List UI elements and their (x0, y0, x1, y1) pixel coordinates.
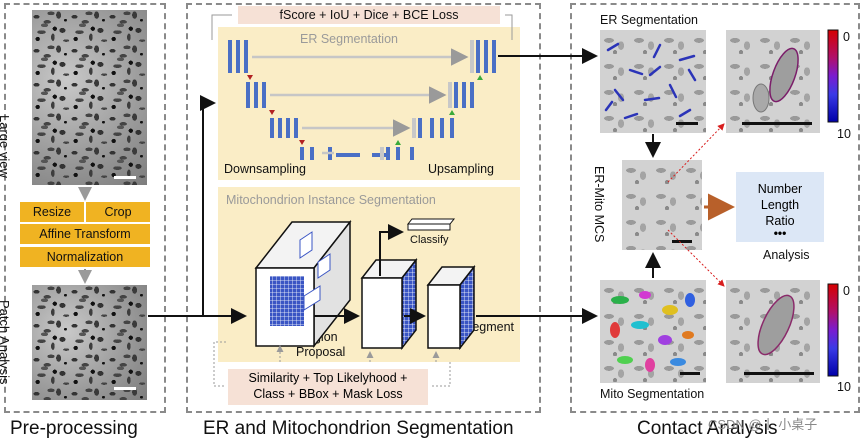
mito-colorbar-min: 0 (843, 284, 850, 298)
preprocessing-title: Pre-processing (10, 418, 138, 439)
er-loss-box: fScore + IoU + Dice + BCE Loss (238, 6, 500, 24)
contact-title: Contact Analysis (637, 418, 778, 439)
segmentation-panel (186, 3, 541, 413)
preprocessing-panel (4, 3, 166, 413)
mito-loss-line1: Similarity + Top Likelyhood + (248, 371, 408, 385)
patch-analysis-label: Patch Analysis (0, 300, 12, 385)
er-colorbar (828, 30, 838, 122)
er-mito-mcs-label: ER-Mito MCS (592, 166, 606, 243)
large-view-label: Large view (0, 115, 12, 178)
analysis-label: Analysis (763, 248, 810, 262)
mito-seg-title: Mitochondrion Instance Segmentation (226, 193, 436, 207)
analysis-box: Number Length Ratio ••• (736, 172, 824, 242)
upsampling-label: Upsampling (428, 162, 495, 176)
segment-label: Segment (464, 320, 515, 334)
classify-label: Classify (410, 234, 449, 246)
crop-op: Crop (86, 202, 150, 222)
resize-op: Resize (20, 202, 84, 222)
er-panel-bg (218, 27, 520, 180)
mito-seg-image (600, 280, 706, 383)
er-seg-image (600, 30, 706, 133)
er-colorbar-max: 10 (837, 127, 851, 141)
metric-length: Length (760, 198, 800, 212)
mito-loss-box: Similarity + Top Likelyhood + Class + BB… (228, 369, 428, 405)
affine-transform-op: Affine Transform (20, 224, 150, 244)
mito-panel-bg (218, 187, 520, 362)
metric-number: Number (757, 182, 803, 196)
contact-panel (570, 3, 860, 413)
metric-ratio: Ratio (765, 214, 795, 228)
mito-seg-image-label: Mito Segmentation (600, 387, 705, 401)
mito-loss-line2: Class + BBox + Mask Loss (253, 387, 403, 401)
segmentation-title: ER and Mitochondrion Segmentation (203, 418, 514, 439)
normalization-op: Normalization (20, 247, 150, 267)
metric-more: ••• (773, 226, 787, 240)
watermark: CSDN @丨 小桌子 (708, 417, 818, 432)
patch-image (32, 285, 147, 400)
er-seg-title: ER Segmentation (300, 32, 398, 46)
er-loss-text: fScore + IoU + Dice + BCE Loss (279, 8, 459, 22)
mito-zoom-image (726, 280, 820, 383)
mcs-image (622, 160, 702, 250)
region-label-1: Region (298, 330, 338, 344)
region-label-2: Proposal (296, 345, 346, 359)
er-colorbar-min: 0 (843, 30, 850, 44)
downsampling-label: Downsampling (224, 162, 306, 176)
er-zoom-image (726, 30, 820, 133)
large-view-image (32, 10, 147, 185)
er-seg-image-label: ER Segmentation (600, 13, 698, 27)
mito-colorbar-max: 10 (837, 380, 851, 394)
mito-colorbar (828, 284, 838, 376)
